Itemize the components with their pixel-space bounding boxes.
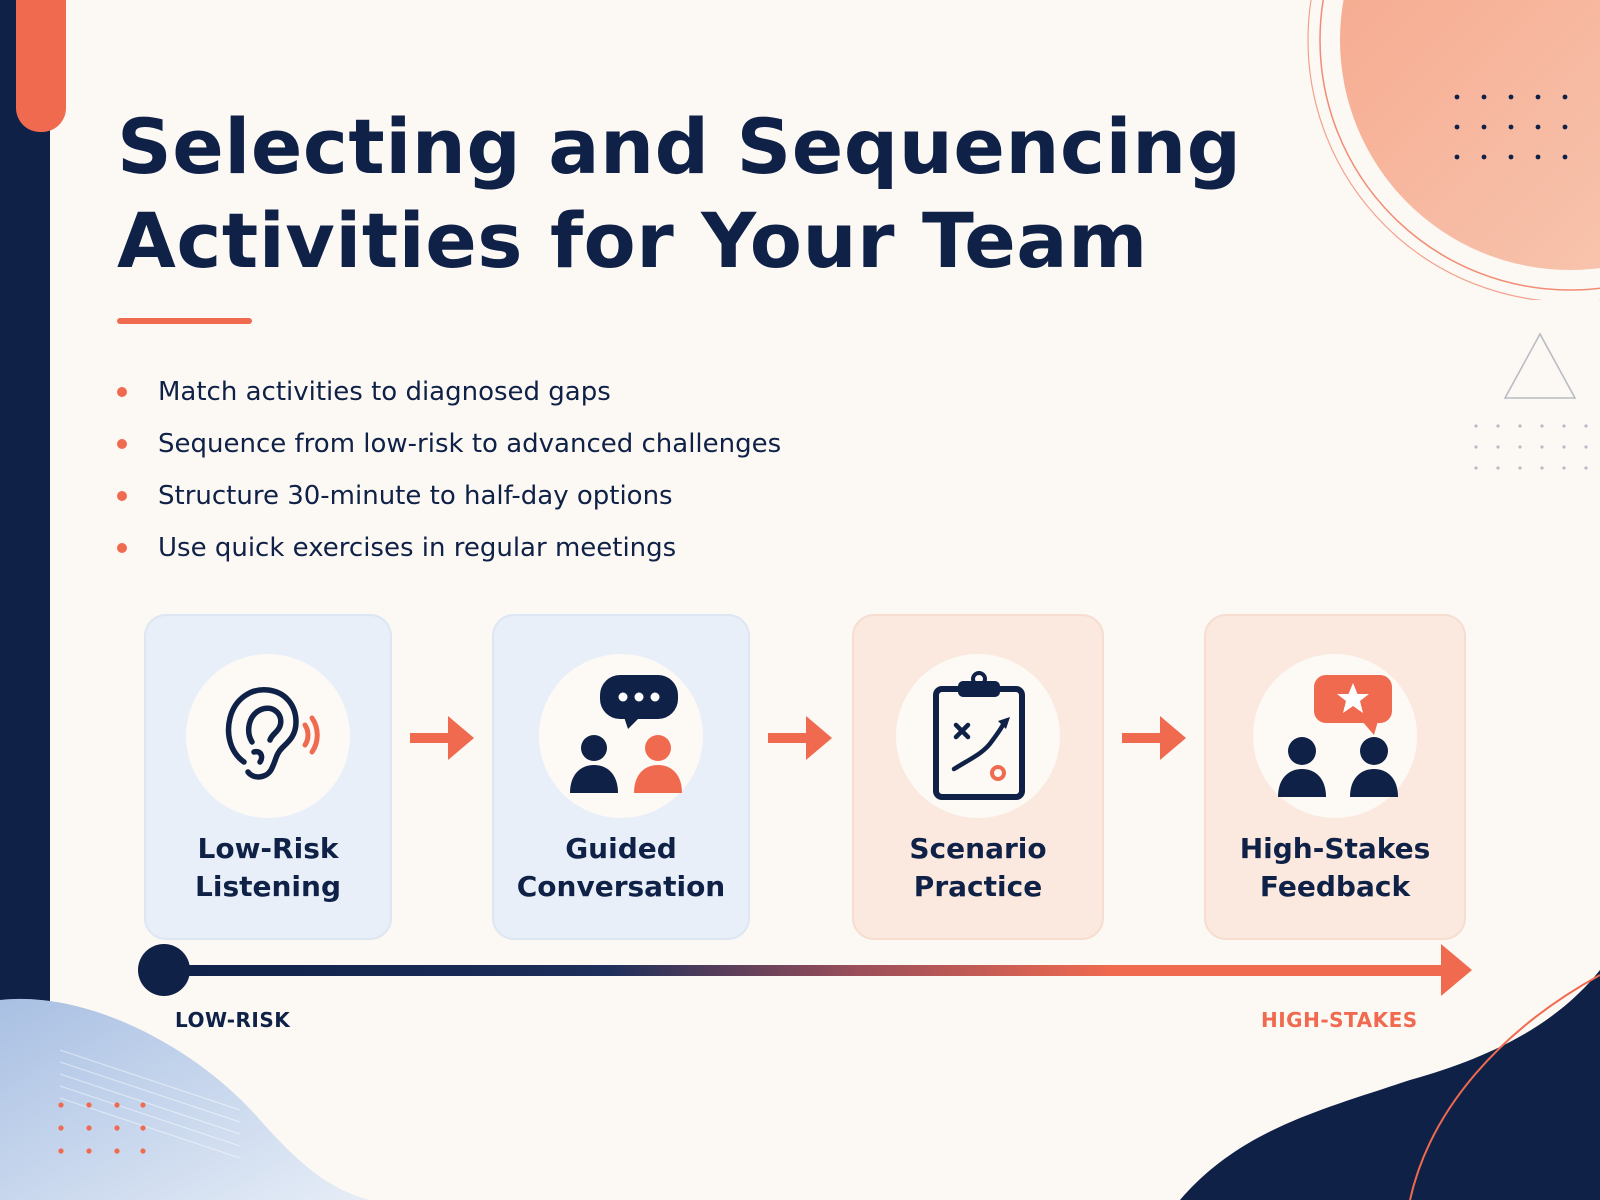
scale-end-label: HIGH-STAKES bbox=[1261, 1008, 1418, 1032]
bullet-item: Sequence from low-risk to advanced chall… bbox=[117, 418, 781, 470]
step-label: High-Stakes Feedback bbox=[1206, 830, 1464, 906]
arrow-right-icon bbox=[768, 716, 832, 760]
bullet-item: Match activities to diagnosed gaps bbox=[117, 366, 781, 418]
triangle-outline-decoration bbox=[1503, 332, 1577, 399]
bullet-text: Structure 30-minute to half-day options bbox=[158, 481, 673, 511]
icon-circle bbox=[186, 654, 350, 818]
arrow-right-icon bbox=[1122, 716, 1186, 760]
step-label-line-1: Guided bbox=[565, 832, 677, 865]
feedback-star-icon bbox=[1278, 675, 1398, 797]
step-label-line-2: Feedback bbox=[1259, 870, 1411, 903]
step-label-line-2: Listening bbox=[195, 870, 341, 903]
conversation-icon bbox=[570, 675, 682, 793]
step-card-high-stakes-feedback: High-Stakes Feedback bbox=[1204, 614, 1466, 940]
step-label: Guided Conversation bbox=[494, 830, 748, 906]
bullet-dot bbox=[117, 543, 127, 553]
arrow-right-icon bbox=[410, 716, 474, 760]
title-line-1: Selecting and Sequencing bbox=[117, 102, 1242, 191]
top-right-decoration bbox=[1307, 0, 1600, 300]
bullet-list: Match activities to diagnosed gaps Seque… bbox=[117, 366, 781, 574]
bullet-text: Match activities to diagnosed gaps bbox=[158, 377, 611, 407]
step-label-line-1: Scenario bbox=[909, 832, 1047, 865]
step-card-scenario-practice: Scenario Practice bbox=[852, 614, 1104, 940]
step-card-low-risk-listening: Low-Risk Listening bbox=[144, 614, 392, 940]
bullet-item: Use quick exercises in regular meetings bbox=[117, 522, 781, 574]
step-label-line-1: Low-Risk bbox=[197, 832, 339, 865]
ear-icon bbox=[225, 687, 320, 780]
step-card-guided-conversation: Guided Conversation bbox=[492, 614, 750, 940]
bullet-dot bbox=[117, 387, 127, 397]
step-label-line-2: Conversation bbox=[516, 870, 726, 903]
risk-scale-arrow bbox=[138, 944, 1472, 996]
icon-circle bbox=[1253, 654, 1417, 818]
step-label-line-1: High-Stakes bbox=[1239, 832, 1431, 865]
top-coral-accent bbox=[16, 0, 66, 132]
clipboard-playbook-icon bbox=[933, 671, 1025, 800]
bullet-item: Structure 30-minute to half-day options bbox=[117, 470, 781, 522]
scale-start-label: LOW-RISK bbox=[175, 1008, 291, 1032]
icon-circle bbox=[896, 654, 1060, 818]
step-label-line-2: Practice bbox=[913, 870, 1043, 903]
step-label: Low-Risk Listening bbox=[146, 830, 390, 906]
title-line-2: Activities for Your Team bbox=[117, 196, 1148, 285]
left-navy-bar bbox=[0, 0, 50, 1200]
bottom-right-decoration bbox=[1180, 970, 1600, 1200]
bullet-dot bbox=[117, 491, 127, 501]
page-title: Selecting and Sequencing Activities for … bbox=[117, 100, 1242, 288]
step-label: Scenario Practice bbox=[854, 830, 1102, 906]
bullet-text: Use quick exercises in regular meetings bbox=[158, 533, 677, 563]
icon-circle bbox=[539, 654, 703, 818]
bullet-text: Sequence from low-risk to advanced chall… bbox=[158, 429, 782, 459]
dot-grid-right bbox=[1474, 424, 1588, 470]
title-underline bbox=[117, 318, 252, 324]
bullet-dot bbox=[117, 439, 127, 449]
